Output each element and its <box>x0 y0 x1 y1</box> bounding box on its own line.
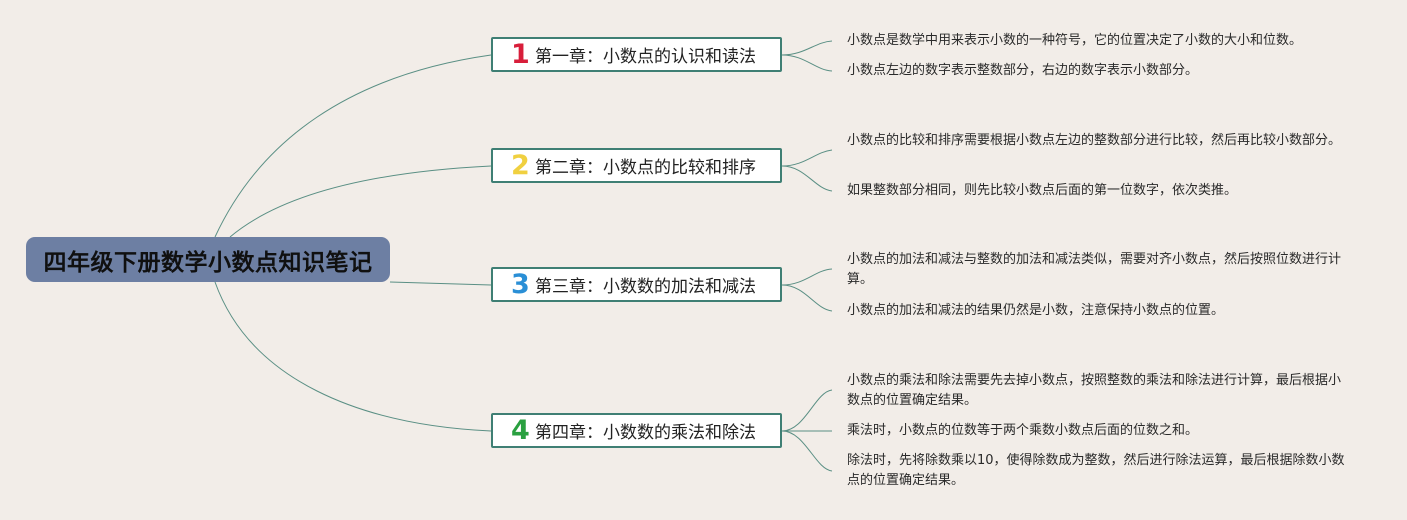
chapter-2-note-2[interactable]: 如果整数部分相同，则先比较小数点后面的第一位数字，依次类推。 <box>847 181 1347 201</box>
connector-ch4-note-3 <box>781 430 833 472</box>
chapter-2-topic[interactable]: 2 第二章：小数点的比较和排序 <box>491 148 782 183</box>
chapter-3-label: 第三章：小数数的加法和减法 <box>535 277 756 297</box>
chapter-1-note-1-text: 小数点是数学中用来表示小数的一种符号，它的位置决定了小数的大小和位数。 <box>847 33 1303 48</box>
chapter-2-note-1[interactable]: 小数点的比较和排序需要根据小数点左边的整数部分进行比较，然后再比较小数部分。 <box>847 131 1347 151</box>
connector-ch4-note-1 <box>781 389 833 432</box>
chapter-1-note-2-text: 小数点左边的数字表示整数部分，右边的数字表示小数部分。 <box>847 63 1199 78</box>
connector-root-chapter-4 <box>214 281 492 432</box>
root-topic[interactable]: 四年级下册数学小数点知识笔记 <box>26 237 390 282</box>
chapter-2-number: 2 <box>511 150 530 181</box>
connector-ch1-note-1 <box>781 40 833 56</box>
chapter-4-label: 第四章：小数数的乘法和除法 <box>535 423 756 443</box>
chapter-1-note-1[interactable]: 小数点是数学中用来表示小数的一种符号，它的位置决定了小数的大小和位数。 <box>847 31 1347 51</box>
chapter-2-note-1-text: 小数点的比较和排序需要根据小数点左边的整数部分进行比较，然后再比较小数部分。 <box>847 133 1342 148</box>
chapter-2-label: 第二章：小数点的比较和排序 <box>535 158 756 178</box>
chapter-4-note-1[interactable]: 小数点的乘法和除法需要先去掉小数点，按照整数的乘法和除法进行计算，最后根据小数点… <box>847 371 1347 411</box>
connector-ch2-note-2 <box>781 165 833 192</box>
chapter-1-note-2[interactable]: 小数点左边的数字表示整数部分，右边的数字表示小数部分。 <box>847 61 1347 81</box>
chapter-1-number: 1 <box>511 39 530 70</box>
connector-root-chapter-1 <box>214 54 492 238</box>
chapter-3-note-1[interactable]: 小数点的加法和减法与整数的加法和减法类似，需要对齐小数点，然后按照位数进行计算。 <box>847 250 1347 290</box>
connector-ch2-note-1 <box>781 149 833 167</box>
chapter-2-note-2-text: 如果整数部分相同，则先比较小数点后面的第一位数字，依次类推。 <box>847 183 1238 198</box>
chapter-4-note-3[interactable]: 除法时，先将除数乘以10，使得除数成为整数，然后进行除法运算，最后根据除数小数点… <box>847 451 1347 491</box>
chapter-1-topic[interactable]: 1 第一章：小数点的认识和读法 <box>491 37 782 72</box>
connector-ch3-note-2 <box>781 284 833 312</box>
chapter-4-note-2-text: 乘法时，小数点的位数等于两个乘数小数点后面的位数之和。 <box>847 423 1199 438</box>
chapter-3-note-1-text: 小数点的加法和减法与整数的加法和减法类似，需要对齐小数点，然后按照位数进行计算。 <box>847 252 1342 287</box>
chapter-4-topic[interactable]: 4 第四章：小数数的乘法和除法 <box>491 413 782 448</box>
connector-ch1-note-2 <box>781 54 833 72</box>
chapter-1-label: 第一章：小数点的认识和读法 <box>535 47 756 67</box>
chapter-3-note-2[interactable]: 小数点的加法和减法的结果仍然是小数，注意保持小数点的位置。 <box>847 301 1347 321</box>
chapter-3-topic[interactable]: 3 第三章：小数数的加法和减法 <box>491 267 782 302</box>
chapter-3-note-2-text: 小数点的加法和减法的结果仍然是小数，注意保持小数点的位置。 <box>847 303 1225 318</box>
connector-root-chapter-2 <box>229 165 492 238</box>
chapter-3-number: 3 <box>511 269 530 300</box>
root-topic-label: 四年级下册数学小数点知识笔记 <box>43 249 373 276</box>
connector-ch3-note-1 <box>781 268 833 286</box>
chapter-4-note-2[interactable]: 乘法时，小数点的位数等于两个乘数小数点后面的位数之和。 <box>847 421 1347 441</box>
connector-root-chapter-3 <box>389 281 492 286</box>
chapter-4-note-1-text: 小数点的乘法和除法需要先去掉小数点，按照整数的乘法和除法进行计算，最后根据小数点… <box>847 373 1342 408</box>
chapter-4-note-3-text: 除法时，先将除数乘以10，使得除数成为整数，然后进行除法运算，最后根据除数小数点… <box>847 453 1345 488</box>
chapter-4-number: 4 <box>511 415 530 446</box>
